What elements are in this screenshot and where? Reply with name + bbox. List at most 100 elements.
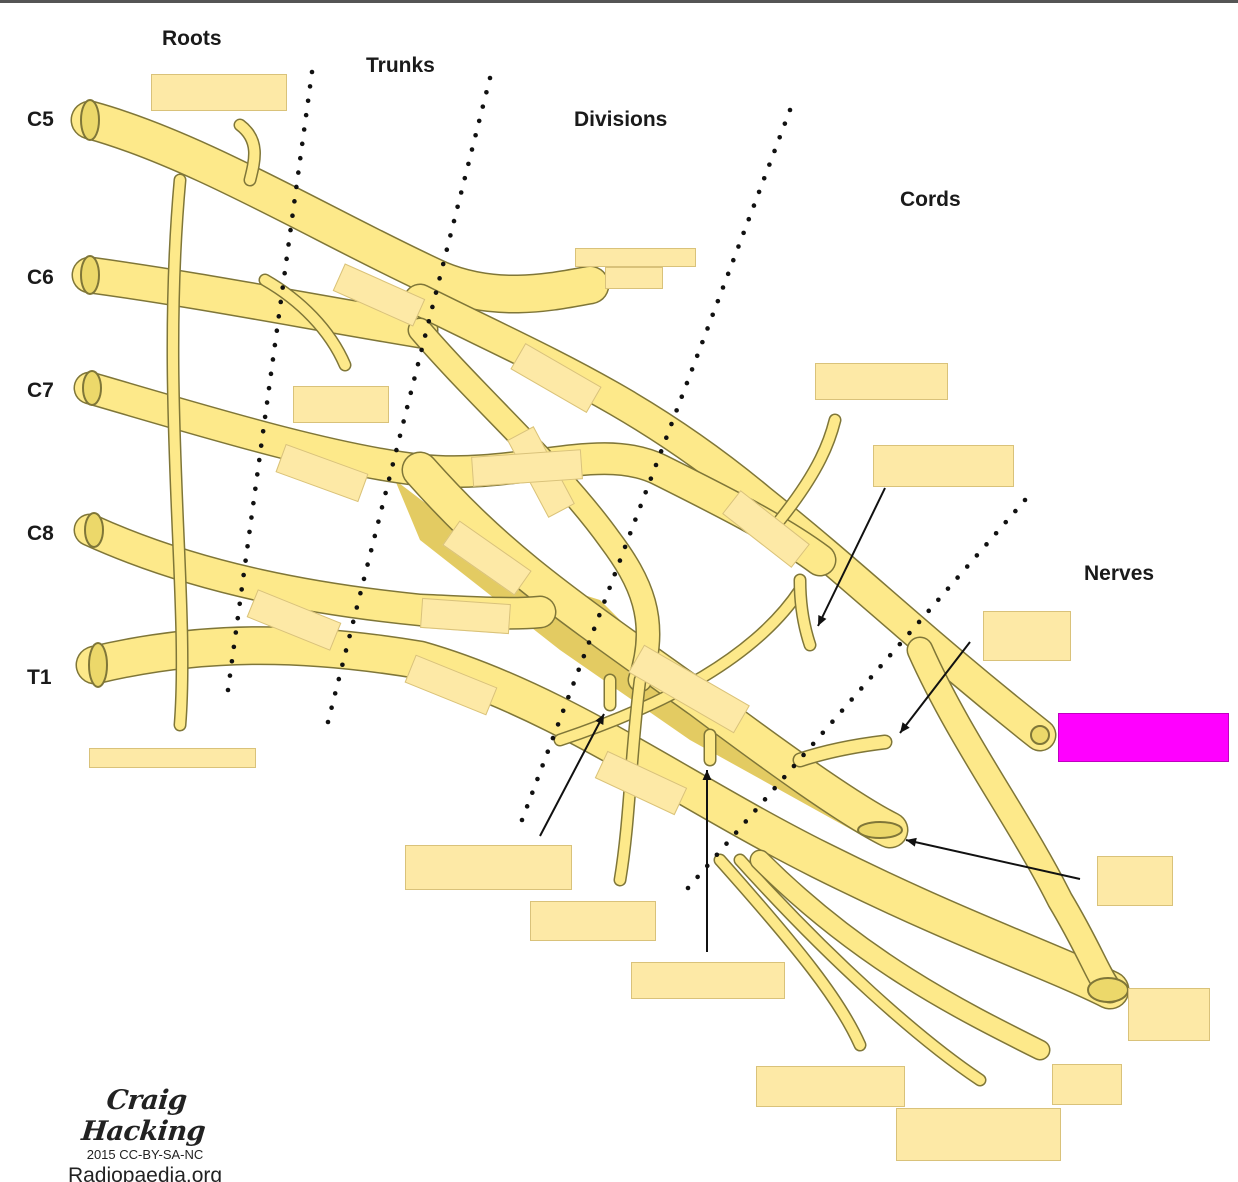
section-boundary-dot [262,414,268,420]
section-boundary-dot [229,658,235,664]
section-boundary-dot [268,371,274,377]
upper-trunk-nerve [72,102,608,312]
section-boundary-dot [368,547,374,553]
section-boundary-dot [329,705,334,710]
section-boundary-dot [266,385,272,391]
section-boundary-dot [227,673,233,678]
pointer-arrow-head [702,770,712,781]
section-label-trunks: Trunks [366,54,435,77]
section-boundary-dot [419,347,424,353]
section-boundary-dot [653,462,659,468]
pointer-arrow-line [539,713,605,837]
section-boundary-dot [462,175,468,181]
section-boundary-dot [993,530,999,536]
section-boundary-dot [350,619,356,625]
section-boundary-dot [664,435,669,440]
section-label-divisions: Divisions [574,108,668,131]
section-boundary-dot [343,648,349,653]
section-boundary-dot [458,190,464,195]
nerve-end-cap [88,642,108,688]
section-boundary-dot [936,597,941,603]
section-boundary-dot [412,376,417,381]
section-boundary-dot [684,380,690,386]
section-boundary-dot [540,763,545,768]
blank-label-box[interactable] [1097,856,1173,906]
blank-label-box[interactable] [420,597,511,635]
blank-label-box[interactable] [1128,988,1210,1041]
section-boundary-dot [1013,508,1018,514]
blank-label-box[interactable] [605,267,663,289]
section-boundary-dot [476,118,482,124]
section-boundary-dot [260,429,266,434]
highlighted-label-box[interactable] [1058,713,1229,762]
blank-label-box[interactable] [575,248,696,267]
section-boundary-dot [444,247,450,253]
section-boundary-dot [296,170,301,175]
section-boundary-dot [519,817,525,823]
pointer-arrow-head [906,837,917,847]
section-boundary-dot [383,490,388,496]
section-boundary-dot [710,312,715,318]
blank-label-box[interactable] [631,962,785,999]
section-boundary-dot [916,619,922,625]
pointer-arrow-line [905,839,1081,880]
section-boundary-dot [280,285,285,290]
blank-label-box[interactable] [815,363,948,400]
section-boundary-dot [233,630,239,635]
section-boundary-dot [347,633,352,639]
section-boundary-dot [422,333,428,338]
blank-label-box[interactable] [983,611,1071,661]
section-boundary-dot [451,218,457,224]
section-boundary-dot [974,553,980,558]
section-boundary-dot [627,530,633,536]
section-boundary-dot [868,675,874,680]
section-boundary-dot [756,189,762,195]
section-boundary-dot [256,457,262,463]
root-label-c6: C6 [27,266,54,289]
section-boundary-dot [887,652,893,658]
section-boundary-dot [926,608,932,614]
section-boundary-dot [286,242,291,247]
credit-license: 2015 CC-BY-SA-NC [86,1147,204,1162]
section-boundary-dot [648,476,654,481]
section-boundary-dot [801,752,806,758]
section-boundary-dot [484,90,489,95]
blank-label-box[interactable] [293,386,389,423]
section-boundary-dot [820,730,826,736]
section-boundary-dot [437,276,442,281]
section-boundary-dot [305,98,311,104]
section-boundary-dot [586,640,592,645]
blank-label-box[interactable] [896,1108,1061,1161]
section-boundary-dot [545,749,551,755]
section-boundary-dot [643,490,648,495]
anterior-division-nerve [409,319,659,691]
section-boundary-dot [288,227,293,233]
blank-label-box[interactable] [405,845,572,890]
branch-nerve-right [794,736,891,766]
section-boundary-dot [617,558,623,563]
blank-label-box[interactable] [89,748,256,768]
section-boundary-dot [560,708,566,714]
section-boundary-dot [720,285,726,290]
nerve-end-cap [1030,725,1050,745]
section-boundary-dot [767,162,772,167]
blank-label-box[interactable] [873,445,1014,487]
section-boundary-dot [897,641,903,647]
section-boundary-dot [787,107,793,113]
section-label-cords: Cords [900,188,961,211]
section-boundary-dot [415,361,421,367]
blank-label-box[interactable] [1052,1064,1122,1105]
nerve-end-cap [82,370,102,406]
pointer-arrow-line [817,487,886,627]
section-boundary-dot [964,564,970,569]
blank-label-box[interactable] [530,901,656,941]
section-boundary-dot [294,184,299,190]
blank-label-box[interactable] [151,74,287,111]
nerve-end-cap [1087,977,1129,1003]
blank-label-box[interactable] [756,1066,905,1107]
section-boundary-dot [245,543,250,549]
nerve-end-cap [84,512,104,548]
section-boundary-dot [878,663,883,669]
section-boundary-dot [725,271,731,277]
